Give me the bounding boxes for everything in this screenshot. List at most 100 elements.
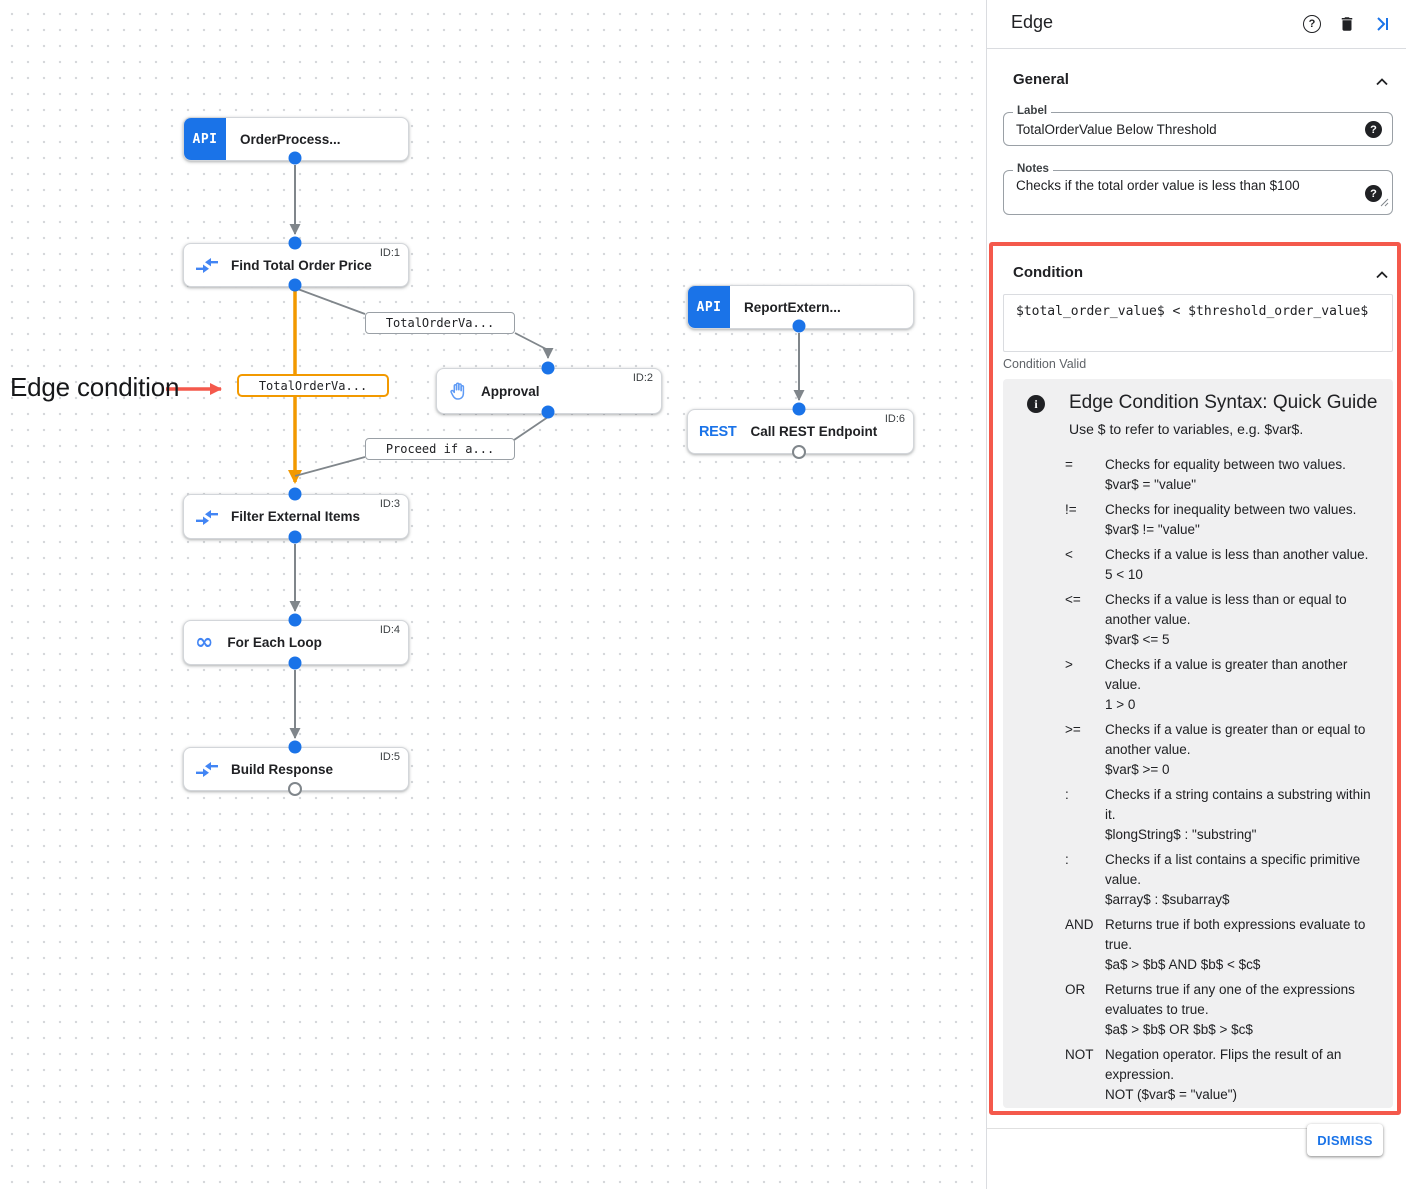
operator-example: NOT ($var$ = "value") [1105,1087,1238,1102]
operator-description: Negation operator. Flips the result of a… [1105,1047,1342,1082]
notes-field[interactable]: Notes Checks if the total order value is… [1003,163,1393,215]
canvas-dot-grid [0,0,978,1189]
edge-label-to-filter-segment[interactable] [294,456,366,477]
operator-description: Checks if a value is less than another v… [1105,547,1369,562]
operator: AND [1065,917,1094,932]
edge-label-from-approval[interactable]: Proceed if a... [365,438,515,460]
node-label: Build Response [231,761,334,777]
syntax-guide-item: AND Returns true if both expressions eva… [1065,915,1385,975]
edge-find-to-approval-label-segment[interactable] [294,287,366,315]
node-orderprocess-trigger[interactable]: API OrderProcess... [183,117,409,161]
operator-example: $array$ : $subarray$ [1105,892,1230,907]
node-call-rest-endpoint[interactable]: REST Call REST Endpoint ID:6 [687,409,914,454]
operator-example: $a$ > $b$ AND $b$ < $c$ [1105,957,1261,972]
panel-header: Edge ? [987,0,1406,49]
operator-example: $var$ <= 5 [1105,632,1170,647]
operator: : [1065,852,1069,867]
operator-description: Checks if a string contains a substring … [1105,787,1371,822]
api-trigger-icon: API [688,286,730,328]
operator: = [1065,457,1073,472]
api-badge-text: API [192,131,218,147]
label-field-value[interactable]: TotalOrderValue Below Threshold [1016,122,1217,137]
edge-config-panel: Edge ? General Label TotalOrderValue Bel… [986,0,1406,1189]
node-label: OrderProcess... [240,131,341,147]
hand-approval-icon [448,381,469,402]
notes-field-value[interactable]: Checks if the total order value is less … [1016,178,1300,193]
edge-condition-annotation: Edge condition [10,372,180,402]
node-id-badge: ID:6 [884,413,905,425]
syntax-guide-intro: Use $ to refer to variables, e.g. $var$. [1069,421,1304,437]
general-collapse-chevron-icon[interactable] [1374,74,1390,95]
condition-section-heading: Condition [1013,264,1083,281]
syntax-guide-item: = Checks for equality between two values… [1065,455,1385,495]
operator-example: $a$ > $b$ OR $b$ > $c$ [1105,1022,1253,1037]
node-id-badge: ID:3 [379,498,400,510]
syntax-guide-item: < Checks if a value is less than another… [1065,545,1385,585]
edge-label-to-approval[interactable]: TotalOrderVa... [365,312,515,334]
node-find-total-order-price[interactable]: Find Total Order Price ID:1 [183,243,409,287]
operator-description: Checks if a value is greater than or equ… [1105,722,1366,757]
rest-icon: REST [699,423,737,440]
operator-example: 5 < 10 [1105,567,1143,582]
node-label: Filter External Items [231,509,361,524]
syntax-guide-item: : Checks if a list contains a specific p… [1065,850,1385,910]
syntax-guide-item: >= Checks if a value is greater than or … [1065,720,1385,780]
workflow-canvas[interactable]: API OrderProcess... Find Total Order Pri… [0,0,986,1189]
node-filter-external-items[interactable]: Filter External Items ID:3 [183,494,409,539]
operator: >= [1065,722,1081,737]
help-icon[interactable]: ? [1302,14,1322,34]
collapse-panel-icon[interactable] [1372,14,1392,34]
api-badge-text: API [696,299,722,315]
operator: < [1065,547,1073,562]
operator: NOT [1065,1047,1094,1062]
condition-valid-status: Condition Valid [1003,357,1087,371]
node-id-badge: ID:1 [379,247,400,259]
syntax-guide-item: != Checks for inequality between two val… [1065,500,1385,540]
notes-help-icon[interactable]: ? [1365,185,1382,202]
textarea-resize-handle-icon[interactable] [1380,194,1389,212]
node-id-badge: ID:4 [379,624,400,636]
node-label: ReportExtern... [744,299,841,315]
delete-icon[interactable] [1337,14,1357,34]
condition-input[interactable]: $total_order_value$ < $threshold_order_v… [1003,294,1393,352]
operator: > [1065,657,1073,672]
edge-approval-to-label-segment[interactable] [513,416,549,441]
operator-description: Checks for equality between two values. [1105,457,1346,472]
edge-label-selected[interactable]: TotalOrderVa... [237,374,389,397]
syntax-guide-item: : Checks if a string contains a substrin… [1065,785,1385,845]
node-for-each-loop[interactable]: ∞ For Each Loop ID:4 [183,620,409,665]
label-field[interactable]: Label TotalOrderValue Below Threshold ? [1003,105,1393,146]
operator-example: $var$ >= 0 [1105,762,1170,777]
node-approval[interactable]: Approval ID:2 [436,368,662,414]
condition-expression[interactable]: $total_order_value$ < $threshold_order_v… [1016,304,1369,319]
operator-example: $var$ != "value" [1105,522,1200,537]
operator-description: Returns true if any one of the expressio… [1105,982,1355,1017]
operator-description: Checks if a value is greater than anothe… [1105,657,1348,692]
data-mapping-icon [195,253,219,277]
bottom-divider [987,1128,1307,1129]
operator: OR [1065,982,1086,997]
label-help-icon[interactable]: ? [1365,121,1382,138]
syntax-guide-list: = Checks for equality between two values… [1065,455,1385,1105]
operator-description: Checks if a list contains a specific pri… [1105,852,1361,887]
panel-title: Edge [1011,12,1054,32]
node-label: Find Total Order Price [231,257,372,273]
operator-example: $var$ = "value" [1105,477,1197,492]
node-id-badge: ID:2 [632,372,653,384]
operator-example: $longString$ : "substring" [1105,827,1257,842]
general-section-heading: General [1013,71,1069,88]
api-trigger-icon: API [184,118,226,160]
node-reportextern-trigger[interactable]: API ReportExtern... [687,285,914,329]
condition-collapse-chevron-icon[interactable] [1374,267,1390,288]
dismiss-button[interactable]: DISMISS [1307,1124,1383,1156]
edges-layer [166,165,805,739]
operator-example: 1 > 0 [1105,697,1136,712]
loop-infinity-icon: ∞ [195,629,214,655]
syntax-guide-item: OR Returns true if any one of the expres… [1065,980,1385,1040]
syntax-guide-box: i Edge Condition Syntax: Quick Guide Use… [1003,379,1393,1108]
operator-description: Checks for inequality between two values… [1105,502,1357,517]
edge-label-to-approval-segment[interactable] [514,332,554,359]
label-field-legend: Label [1013,105,1052,117]
operator-description: Checks if a value is less than or equal … [1105,592,1347,627]
node-build-response[interactable]: Build Response ID:5 [183,747,409,791]
